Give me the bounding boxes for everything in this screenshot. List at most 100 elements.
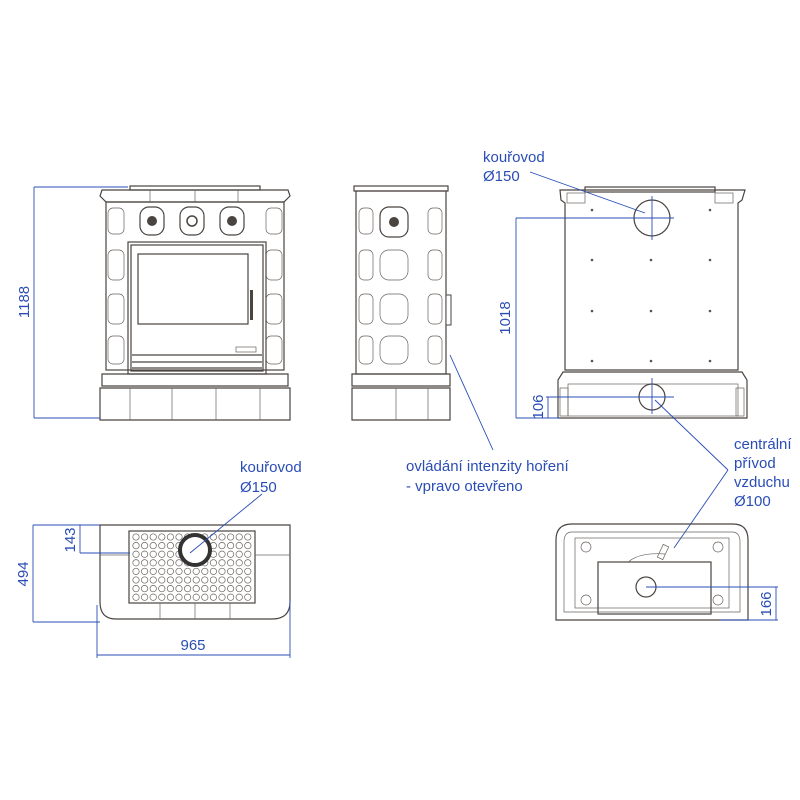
decorative-medallions <box>139 206 245 236</box>
top-flue-label: kouřovod <box>240 459 302 476</box>
grate-hole <box>184 593 192 601</box>
bottom-air-box <box>597 561 712 615</box>
back-view <box>557 186 748 419</box>
grate-hole <box>175 567 183 575</box>
grate-hole <box>132 533 140 541</box>
grate-hole <box>218 585 226 593</box>
grate-hole <box>209 585 217 593</box>
grate-hole <box>166 533 174 541</box>
grate-hole <box>141 567 149 575</box>
grate-hole <box>244 542 252 550</box>
grate-hole <box>235 542 243 550</box>
control-label-line1: ovládání intenzity hoření <box>406 458 569 475</box>
control-label-line2: - vpravo otevřeno <box>406 478 523 495</box>
grate-hole <box>227 576 235 584</box>
grate-hole <box>218 576 226 584</box>
grate-hole <box>149 533 157 541</box>
grate-hole <box>201 567 209 575</box>
grate-hole <box>235 593 243 601</box>
grate-hole <box>235 533 243 541</box>
grate-hole <box>184 576 192 584</box>
grate-hole <box>149 567 157 575</box>
grate-hole <box>201 576 209 584</box>
air-label-line3: vzduchu <box>734 474 790 491</box>
grate-hole <box>218 550 226 558</box>
grate-hole <box>192 576 200 584</box>
grate-hole <box>132 593 140 601</box>
grate-hole <box>149 559 157 567</box>
grate-hole <box>158 542 166 550</box>
grate-hole <box>192 593 200 601</box>
grate-hole <box>244 559 252 567</box>
grate-hole <box>175 576 183 584</box>
side-tiles-right <box>265 207 283 365</box>
grate-hole <box>166 576 174 584</box>
grate-hole <box>158 559 166 567</box>
grate-hole <box>166 542 174 550</box>
grate-hole <box>201 593 209 601</box>
grate-hole <box>166 567 174 575</box>
dim-965-label: 965 <box>180 637 205 654</box>
grate-hole <box>184 567 192 575</box>
grate-hole <box>235 576 243 584</box>
grate-hole <box>227 550 235 558</box>
front-view <box>99 185 291 421</box>
grate-hole <box>244 593 252 601</box>
grate-hole <box>141 593 149 601</box>
back-dimensions: 1018 106 kouřovod Ø150 centrální přívod … <box>483 149 792 549</box>
grate-hole <box>132 576 140 584</box>
control-annotation: ovládání intenzity hoření - vpravo otevř… <box>406 354 569 495</box>
grate-hole <box>244 567 252 575</box>
grate-hole <box>209 533 217 541</box>
dimension-height-1188: 1188 <box>16 186 128 419</box>
grate-hole <box>192 567 200 575</box>
grate-hole <box>227 559 235 567</box>
grate-hole <box>244 550 252 558</box>
grate-hole <box>141 576 149 584</box>
grate-hole <box>158 550 166 558</box>
grate-hole <box>141 559 149 567</box>
grate-hole <box>175 585 183 593</box>
grate-hole <box>227 533 235 541</box>
grate-hole <box>175 533 183 541</box>
grate-hole <box>149 542 157 550</box>
grate-hole <box>209 559 217 567</box>
grate-hole <box>184 585 192 593</box>
grate-hole <box>132 559 140 567</box>
grate-hole <box>235 550 243 558</box>
grate-hole <box>209 576 217 584</box>
dim-1018-label: 1018 <box>497 301 514 334</box>
grate-hole <box>244 576 252 584</box>
grate-hole <box>149 576 157 584</box>
top-grate <box>128 530 256 604</box>
grate-hole <box>158 585 166 593</box>
grate-hole <box>218 559 226 567</box>
grate-hole <box>227 567 235 575</box>
air-diameter: Ø100 <box>734 493 771 510</box>
side-view <box>351 185 452 421</box>
grate-hole <box>149 593 157 601</box>
grate-hole <box>166 559 174 567</box>
grate-hole <box>227 593 235 601</box>
top-flue-outlet <box>178 533 212 567</box>
grate-hole <box>141 542 149 550</box>
grate-hole <box>218 567 226 575</box>
grate-hole <box>175 559 183 567</box>
grate-hole <box>132 550 140 558</box>
air-label-line2: přívod <box>734 455 776 472</box>
grate-hole <box>227 542 235 550</box>
grate-hole <box>132 567 140 575</box>
bottom-view <box>555 523 749 621</box>
firebox-door <box>127 241 267 375</box>
grate-hole <box>244 533 252 541</box>
grate-hole <box>166 593 174 601</box>
grate-hole <box>158 567 166 575</box>
grate-hole <box>141 585 149 593</box>
grate-hole <box>149 550 157 558</box>
dim-1188-label: 1188 <box>16 286 33 318</box>
grate-hole <box>192 585 200 593</box>
dim-166-label: 166 <box>758 591 775 616</box>
grate-hole <box>158 533 166 541</box>
control-lever <box>445 294 452 326</box>
grate-hole <box>166 550 174 558</box>
